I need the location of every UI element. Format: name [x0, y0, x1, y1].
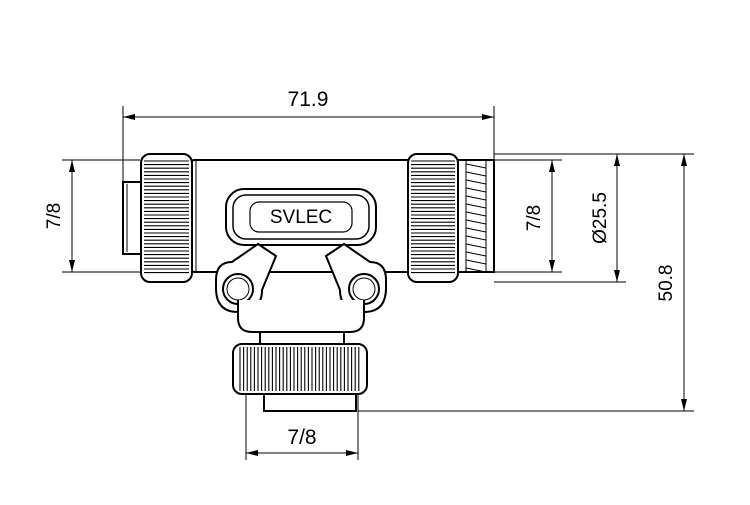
left-mounting-ear: [215, 242, 278, 314]
bottom-knurled-nut: [232, 343, 368, 395]
bottom-stem: [237, 300, 365, 345]
dimension-bottom-thread: 7/8: [245, 395, 359, 460]
overall-width-label: 71.9: [288, 88, 329, 111]
bottom-thread-label: 7/8: [287, 426, 316, 449]
left-sleeve: [122, 181, 142, 255]
right-diameter-label: Ø25.5: [590, 192, 611, 244]
brand-label: SVLEC: [270, 207, 332, 228]
left-thread-label: 7/8: [44, 203, 65, 229]
brand-plate: SVLEC: [225, 188, 377, 246]
connector-drawing: SVLEC: [122, 153, 495, 412]
right-threaded-end: [457, 159, 495, 273]
dimension-left-thread: 7/8: [44, 159, 140, 273]
dimension-right-diameter: Ø25.5: [494, 153, 626, 283]
dimension-right-thread: 7/8: [494, 159, 562, 273]
right-knurled-nut: [407, 153, 459, 283]
overall-height-label: 50.8: [656, 265, 677, 302]
left-knurled-nut: [140, 153, 193, 283]
dimension-overall-width: 71.9: [122, 88, 495, 182]
bottom-sleeve: [263, 393, 357, 412]
dimension-overall-height: 50.8: [358, 153, 694, 412]
right-thread-label: 7/8: [524, 205, 545, 231]
